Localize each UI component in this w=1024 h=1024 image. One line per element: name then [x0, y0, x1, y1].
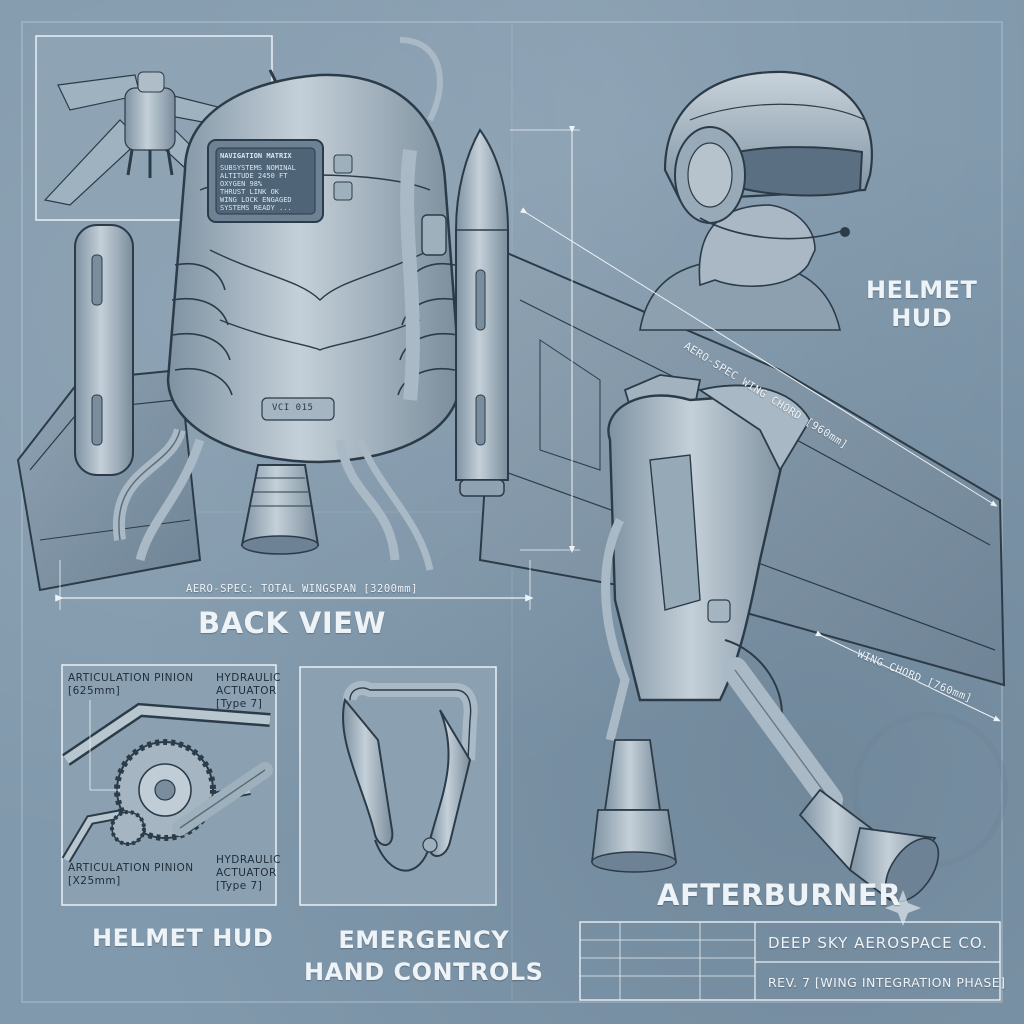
helmet-hud-portrait	[639, 70, 873, 331]
screen-line: SYSTEMS READY ...	[220, 204, 292, 212]
backpack-plate-code: VCI 015	[272, 403, 314, 413]
title-block-revision: REV. 7 [WING INTEGRATION PHASE]	[768, 975, 1006, 990]
label-afterburner: AFTERBURNER	[657, 878, 902, 912]
screen-line: WING LOCK ENGAGED	[220, 196, 292, 204]
dimension-wingspan: AERO-SPEC: TOTAL WINGSPAN [3200mm]	[186, 583, 418, 595]
screen-line: SUBSYSTEMS NOMINAL	[220, 164, 296, 172]
screen-line: NAVIGATION MATRIX	[220, 152, 292, 160]
screen-line: ALTITUDE 2450 FT	[220, 172, 288, 180]
callout-pinion-bottom: ARTICULATION PINION [X25mm]	[68, 862, 194, 887]
title-block-company: DEEP SKY AEROSPACE CO.	[768, 934, 988, 952]
inset-flight-view	[35, 35, 273, 221]
label-emergency-hand-controls: EMERGENCY HAND CONTROLS	[304, 926, 544, 986]
label-helmet-hud-bottom: HELMET HUD	[92, 924, 274, 952]
label-helmet-hud-top: HELMET HUD	[866, 276, 978, 332]
title-block	[579, 921, 1001, 1001]
callout-pinion-top: ARTICULATION PINION [625mm]	[68, 672, 194, 697]
callout-actuator-top: HYDRAULIC ACTUATOR [Type 7]	[216, 672, 281, 710]
detail-box-pinion	[61, 664, 277, 906]
screen-line: OXYGEN 98%	[220, 180, 263, 188]
screen-line: THRUST LINK OK	[220, 188, 280, 196]
sparkle-icon	[885, 890, 921, 926]
label-back-view: BACK VIEW	[198, 606, 386, 640]
detail-box-hand-controls	[299, 666, 497, 906]
callout-actuator-bottom: HYDRAULIC ACTUATOR [Type 7]	[216, 854, 281, 892]
dimension-lines	[55, 126, 1001, 722]
sheet-border	[21, 21, 1003, 1003]
